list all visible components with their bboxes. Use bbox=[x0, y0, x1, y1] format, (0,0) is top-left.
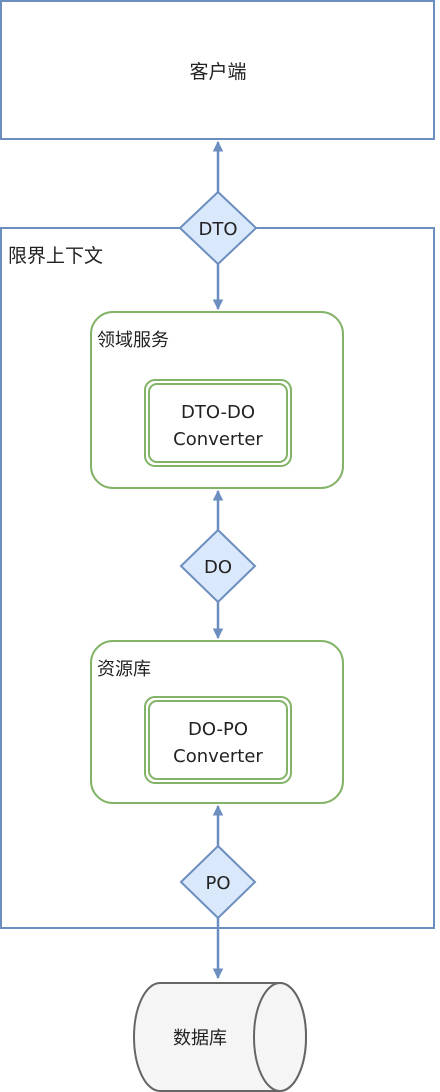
dto-do-converter-line1: DTO-DO bbox=[181, 402, 255, 423]
client-box: 客户端 bbox=[0, 0, 435, 140]
database-label: 数据库 bbox=[173, 1028, 227, 1049]
bounded-context-label: 限界上下文 bbox=[8, 245, 103, 267]
dto-label: DTO bbox=[198, 219, 237, 240]
do-po-converter-line2: Converter bbox=[173, 746, 263, 767]
dto-diamond: DTO bbox=[178, 190, 258, 266]
dto-do-converter-line2: Converter bbox=[173, 429, 263, 450]
client-label: 客户端 bbox=[189, 61, 246, 83]
do-diamond: DO bbox=[179, 528, 257, 604]
do-po-converter-line1: DO-PO bbox=[188, 719, 248, 740]
do-label: DO bbox=[204, 557, 232, 578]
domain-service-label: 领域服务 bbox=[97, 330, 169, 351]
po-label: PO bbox=[205, 873, 230, 894]
repository-box: 资源库 DO-PO Converter bbox=[90, 640, 344, 804]
repository-label: 资源库 bbox=[97, 659, 151, 680]
domain-service-box: 领域服务 DTO-DO Converter bbox=[90, 311, 344, 489]
database-cylinder: 数据库 bbox=[133, 982, 307, 1092]
po-diamond: PO bbox=[179, 844, 257, 920]
